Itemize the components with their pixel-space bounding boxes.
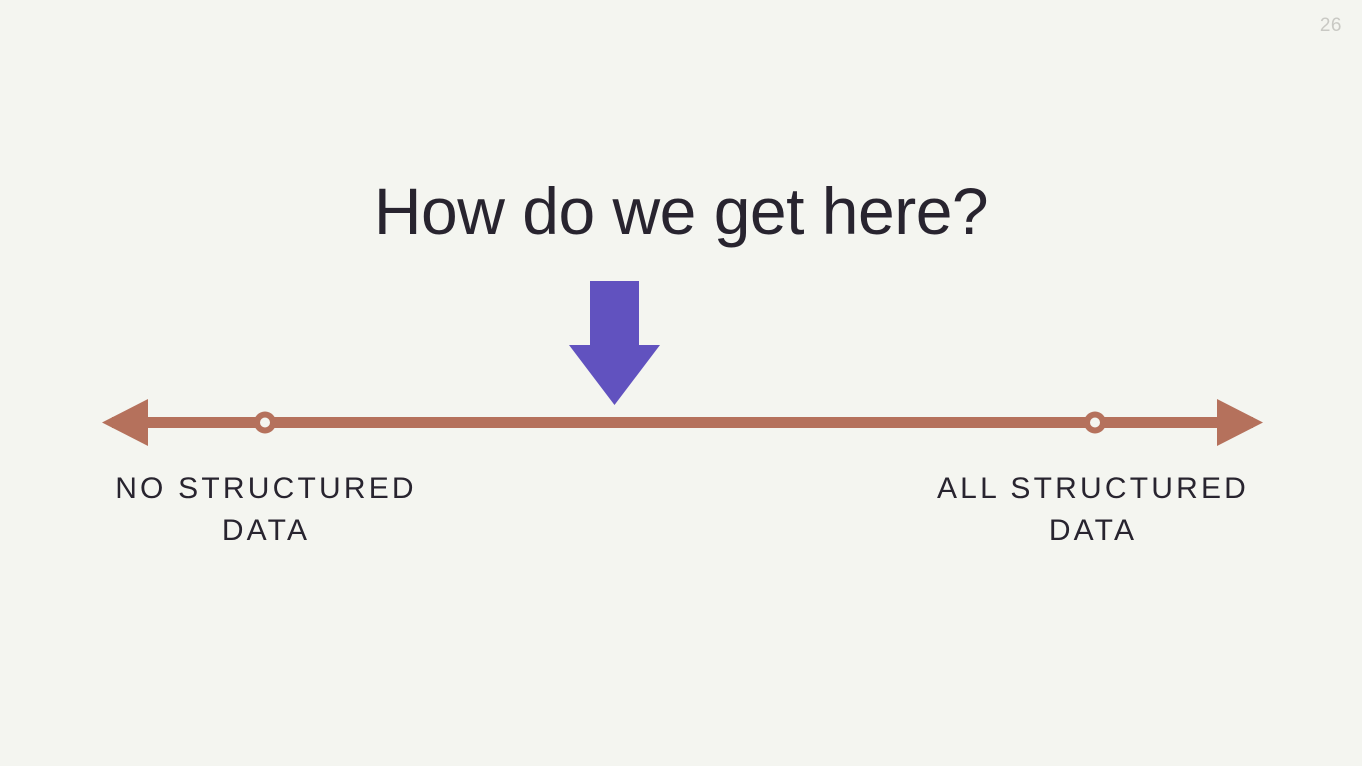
- axis-line: [112, 417, 1253, 428]
- spectrum-axis: [102, 399, 1263, 446]
- axis-label-no-structured-data-line1: NO STRUCTURED: [115, 472, 417, 505]
- axis-marker-no-structured-data-hole: [260, 417, 270, 428]
- axis-label-all-structured-data-line1: ALL STRUCTURED: [936, 472, 1250, 505]
- axis-right-arrowhead: [1217, 399, 1263, 446]
- axis-left-arrowhead: [102, 399, 148, 446]
- axis-label-no-structured-data: NO STRUCTURED DATA: [66, 468, 466, 552]
- axis-label-no-structured-data-line2: DATA: [221, 514, 311, 547]
- axis-label-all-structured-data: ALL STRUCTURED DATA: [893, 468, 1293, 552]
- page-title: How do we get here?: [373, 174, 989, 248]
- axis-marker-all-structured-data-hole: [1090, 417, 1100, 428]
- page-number: 26: [1319, 15, 1342, 36]
- axis-label-all-structured-data-line2: DATA: [1048, 514, 1138, 547]
- down-arrow-icon: [569, 281, 660, 405]
